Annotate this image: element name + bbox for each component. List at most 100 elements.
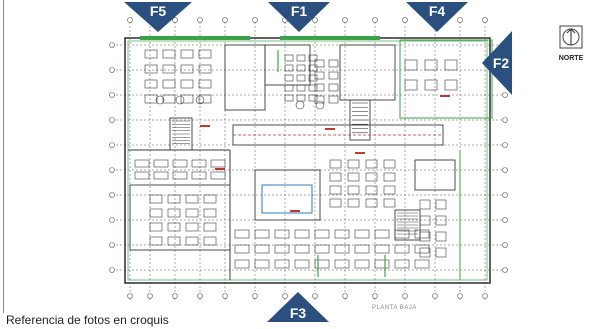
furniture-piece — [274, 259, 290, 269]
furniture-piece — [383, 185, 396, 195]
furniture-piece — [314, 71, 325, 80]
furniture-piece — [172, 171, 188, 180]
furniture-piece — [162, 49, 176, 59]
furniture-piece — [328, 83, 339, 92]
furniture-piece — [149, 194, 163, 204]
furniture-piece — [185, 208, 199, 218]
furniture-piece — [185, 222, 199, 232]
furniture-piece — [167, 222, 181, 232]
furniture-piece — [284, 54, 294, 62]
furniture-piece — [234, 244, 250, 254]
furniture-piece — [198, 79, 212, 89]
furniture-piece — [328, 59, 339, 68]
marker-f5-label: F5 — [150, 3, 167, 19]
furniture-piece — [203, 194, 217, 204]
grid-bubble — [502, 242, 508, 248]
grid-bubble — [342, 17, 348, 23]
furniture-piece — [354, 259, 370, 269]
furniture-piece — [198, 49, 212, 59]
grid-bubble — [372, 17, 378, 23]
marker-f4-arrow — [406, 2, 468, 32]
grid-bubble — [109, 242, 115, 248]
furniture-piece — [354, 229, 370, 239]
furniture-piece — [419, 231, 431, 242]
furniture-piece — [419, 199, 431, 210]
furniture-piece — [404, 59, 418, 71]
marker-f2-label: F2 — [493, 55, 510, 71]
furniture-piece — [435, 215, 447, 226]
grid-bubble — [172, 293, 178, 299]
furniture-piece — [347, 198, 360, 208]
round-table — [315, 100, 325, 110]
grid-bubble — [402, 17, 408, 23]
furniture-piece — [149, 208, 163, 218]
plan-furniture — [134, 49, 458, 277]
furniture-piece — [210, 159, 226, 168]
marker-f3-arrow — [267, 292, 329, 322]
furniture-piece — [334, 244, 350, 254]
grid-bubble — [172, 17, 178, 23]
furniture-piece — [294, 229, 310, 239]
grid-bubble — [482, 293, 488, 299]
furniture-piece — [284, 94, 294, 102]
furniture-piece — [414, 259, 430, 269]
furniture-piece — [424, 79, 438, 91]
furniture-piece — [185, 236, 199, 246]
furniture-piece — [296, 94, 306, 102]
furniture-piece — [254, 244, 270, 254]
furniture-piece — [180, 64, 194, 74]
furniture-piece — [296, 64, 306, 72]
furniture-piece — [162, 64, 176, 74]
furniture-piece — [274, 229, 290, 239]
furniture-piece — [167, 236, 181, 246]
furniture-piece — [308, 64, 318, 72]
grid-bubble — [502, 167, 508, 173]
grid-bubble — [197, 293, 203, 299]
furniture-piece — [365, 185, 378, 195]
furniture-piece — [354, 244, 370, 254]
furniture-piece — [180, 79, 194, 89]
north-wall-segment — [280, 36, 380, 40]
grid-bubble — [109, 67, 115, 73]
plan-pool — [261, 184, 313, 214]
marker-f2-arrow — [482, 31, 512, 95]
plan-outer-walls — [124, 36, 493, 284]
furniture-piece — [394, 259, 410, 269]
furniture-piece — [254, 259, 270, 269]
furniture-piece — [314, 229, 330, 239]
furniture-piece — [347, 159, 360, 169]
furniture-piece — [314, 83, 325, 92]
grid-bubble — [147, 293, 153, 299]
furniture-piece — [284, 74, 294, 82]
furniture-piece — [162, 79, 176, 89]
furniture-piece — [191, 171, 207, 180]
grid-bubble — [312, 293, 318, 299]
plan-red-mark — [325, 128, 335, 130]
furniture-piece — [294, 259, 310, 269]
grid-bubble — [502, 192, 508, 198]
grid-bubble — [457, 17, 463, 23]
furniture-piece — [308, 94, 318, 102]
plan-room — [414, 159, 456, 191]
furniture-piece — [180, 49, 194, 59]
furniture-piece — [334, 259, 350, 269]
plan-red-mark — [355, 152, 365, 154]
furniture-piece — [444, 79, 458, 91]
furniture-piece — [149, 236, 163, 246]
plan-red-mark — [200, 125, 210, 127]
furniture-piece — [394, 244, 410, 254]
grid-bubble — [502, 267, 508, 273]
furniture-piece — [347, 172, 360, 182]
grid-bubble — [109, 192, 115, 198]
furniture-piece — [234, 229, 250, 239]
round-table — [295, 100, 305, 110]
plan-room — [349, 99, 371, 141]
furniture-piece — [274, 244, 290, 254]
plan-room — [224, 44, 266, 111]
furniture-piece — [254, 229, 270, 239]
grid-bubble — [252, 293, 258, 299]
furniture-piece — [329, 172, 342, 182]
